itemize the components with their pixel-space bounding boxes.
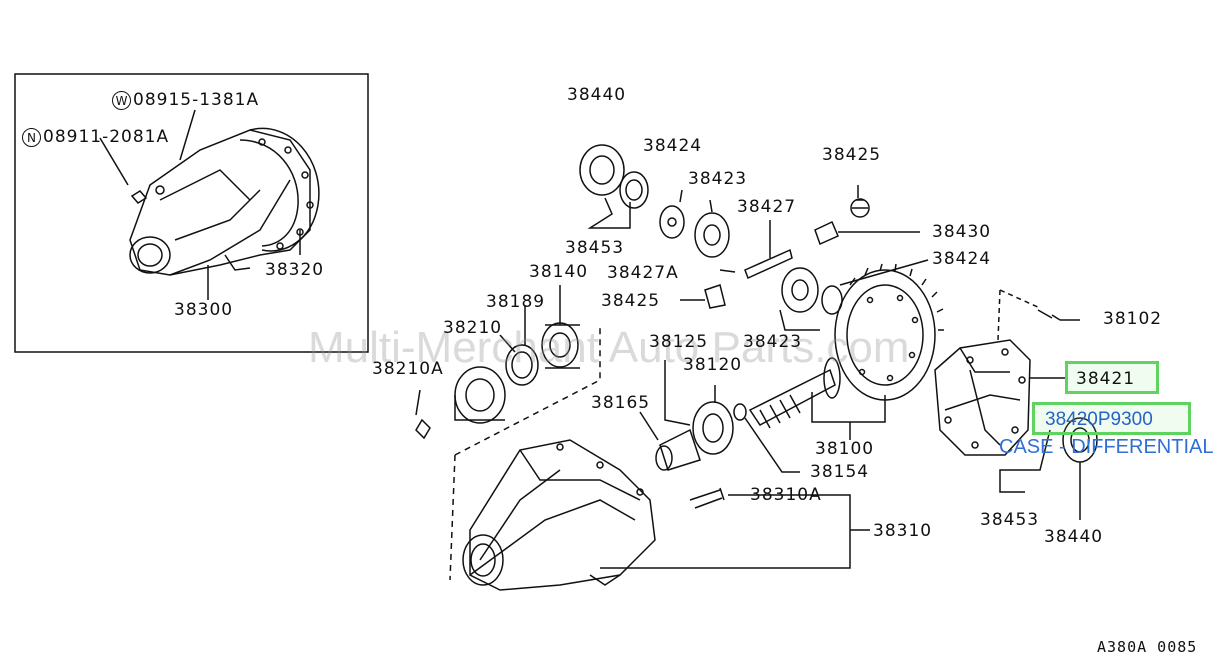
inset-frame	[14, 73, 369, 353]
carrier-assembly-drawing	[99, 109, 320, 300]
part-label-38102: 38102	[1103, 309, 1163, 329]
part-label-38421: 38421	[1076, 369, 1136, 389]
bearing-set-drawing	[415, 285, 800, 473]
part-highlight-38420P9300[interactable]: 38420P9300	[1032, 402, 1191, 435]
part-label-38430: 38430	[932, 222, 992, 242]
part-label-38425-mid: 38425	[601, 291, 661, 311]
part-label-38189: 38189	[486, 292, 546, 312]
washer-label: W 08915-1381A	[112, 91, 259, 110]
part-label-38440-top: 38440	[567, 85, 627, 105]
nut-label: N 08911-2081A	[22, 128, 169, 147]
differential-case-drawing	[934, 289, 1098, 520]
part-label-38427: 38427	[737, 197, 797, 217]
part-number-highlighted: 38420P9300	[1045, 409, 1153, 430]
watermark: Multi-Merchant Auto Parts.com	[308, 323, 910, 372]
part-label-38425-top: 38425	[822, 145, 882, 165]
part-label-38210: 38210	[443, 318, 503, 338]
carrier-housing-drawing	[449, 325, 870, 591]
part-label-38423-mid: 38423	[743, 332, 803, 352]
part-label-38310A: 38310A	[750, 485, 822, 505]
part-label-38125: 38125	[649, 332, 709, 352]
nut-part-number: 08911-2081A	[43, 127, 170, 147]
part-label-38424-mid: 38424	[932, 249, 992, 269]
part-label-38100: 38100	[815, 439, 875, 459]
part-label-38453-bottom: 38453	[980, 510, 1040, 530]
part-description: CASE - DIFFERENTIAL	[999, 436, 1214, 458]
part-label-38140: 38140	[529, 262, 589, 282]
part-label-38154: 38154	[810, 462, 870, 482]
part-label-38310: 38310	[873, 521, 933, 541]
part-label-38423-top: 38423	[688, 169, 748, 189]
washer-part-number: 08915-1381A	[133, 90, 260, 110]
part-label-38120: 38120	[683, 355, 743, 375]
part-label-38165: 38165	[591, 393, 651, 413]
part-label-38210A: 38210A	[372, 359, 444, 379]
drive-pinion-drawing	[748, 263, 944, 440]
part-label-38453-top: 38453	[565, 238, 625, 258]
washer-symbol-icon: W	[112, 91, 131, 110]
part-label-38427A: 38427A	[607, 263, 679, 283]
part-label-38424-top: 38424	[643, 136, 703, 156]
diagram-code: A380A 0085	[1097, 638, 1198, 656]
part-label-38300: 38300	[174, 300, 234, 320]
part-label-38440-bottom: 38440	[1044, 527, 1104, 547]
nut-symbol-icon: N	[22, 128, 41, 147]
differential-gears-drawing	[579, 144, 929, 331]
part-highlight-38421[interactable]: 38421	[1065, 361, 1159, 394]
part-label-38320: 38320	[265, 260, 325, 280]
